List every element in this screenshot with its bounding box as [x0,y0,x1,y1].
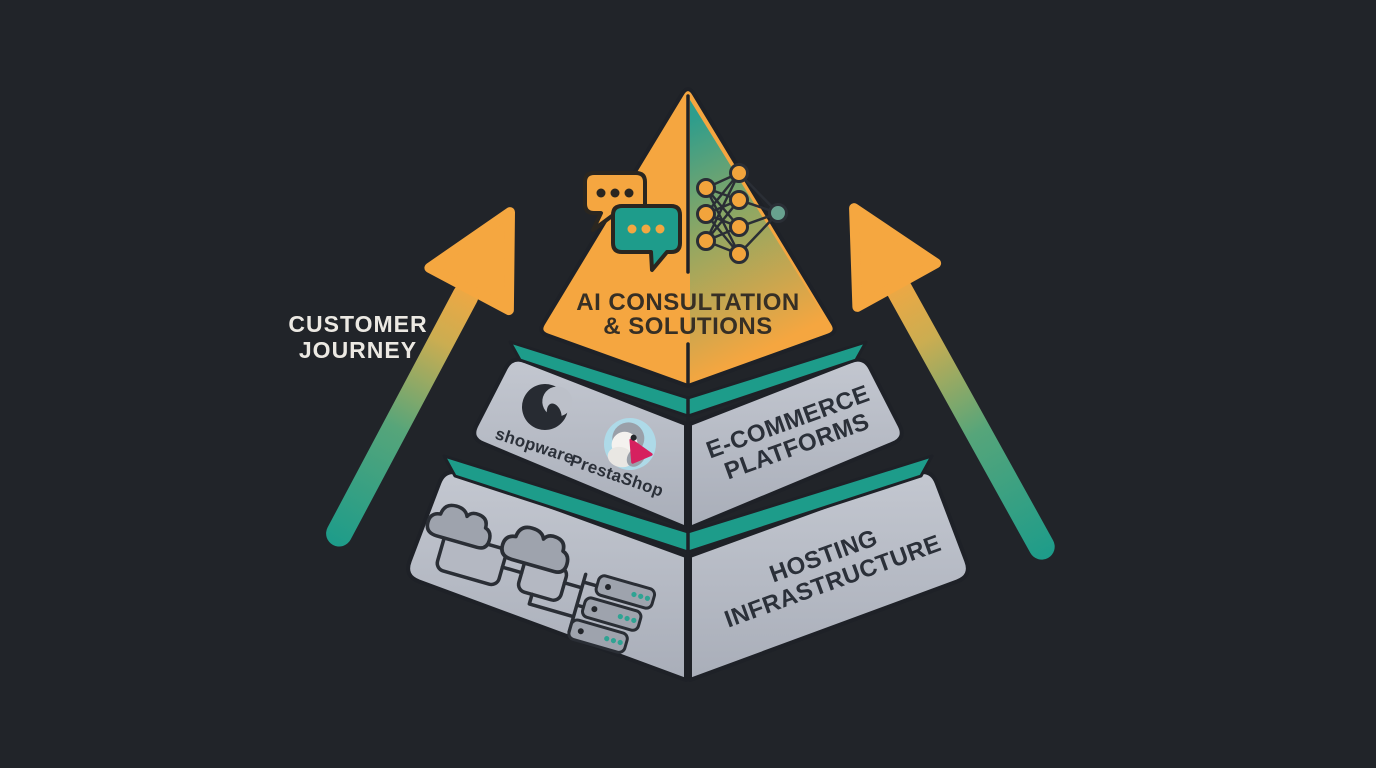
shopware-logo [522,384,573,430]
prestashop-logo [604,418,656,470]
tier-ai-right-gradient [690,100,830,383]
hosting-icons [425,503,657,654]
arrow-head [424,207,515,316]
chat-bubble-orange [583,171,647,232]
cloud-2 [500,525,570,574]
tier-hosting-right-face [688,470,970,682]
journey-arrow-left [326,207,515,547]
journey-label-line1: CUSTOMER [288,311,427,337]
neural-network-icon [696,163,788,264]
journey-label: CUSTOMER JOURNEY [288,311,427,363]
clouds-icon [425,503,570,574]
cloud-1 [425,503,492,550]
tier-ecommerce-right-face [688,357,904,530]
arrow-shaft [886,276,1055,560]
journey-arrow-right [849,203,1055,560]
tier-ai-label-line2: & SOLUTIONS [603,313,773,340]
chat-bubbles-icon [583,171,682,272]
neural-network-nodes [696,163,788,264]
server-stack-icon [567,574,657,654]
neural-network-edges [704,171,779,256]
journey-label-line2: JOURNEY [299,337,417,363]
arrow-head [849,203,942,312]
tier-ai-label-line1: AI CONSULTATION [576,289,799,316]
arrow-shaft [326,283,479,547]
connector-lines [500,565,601,634]
chat-bubble-teal [611,204,682,272]
